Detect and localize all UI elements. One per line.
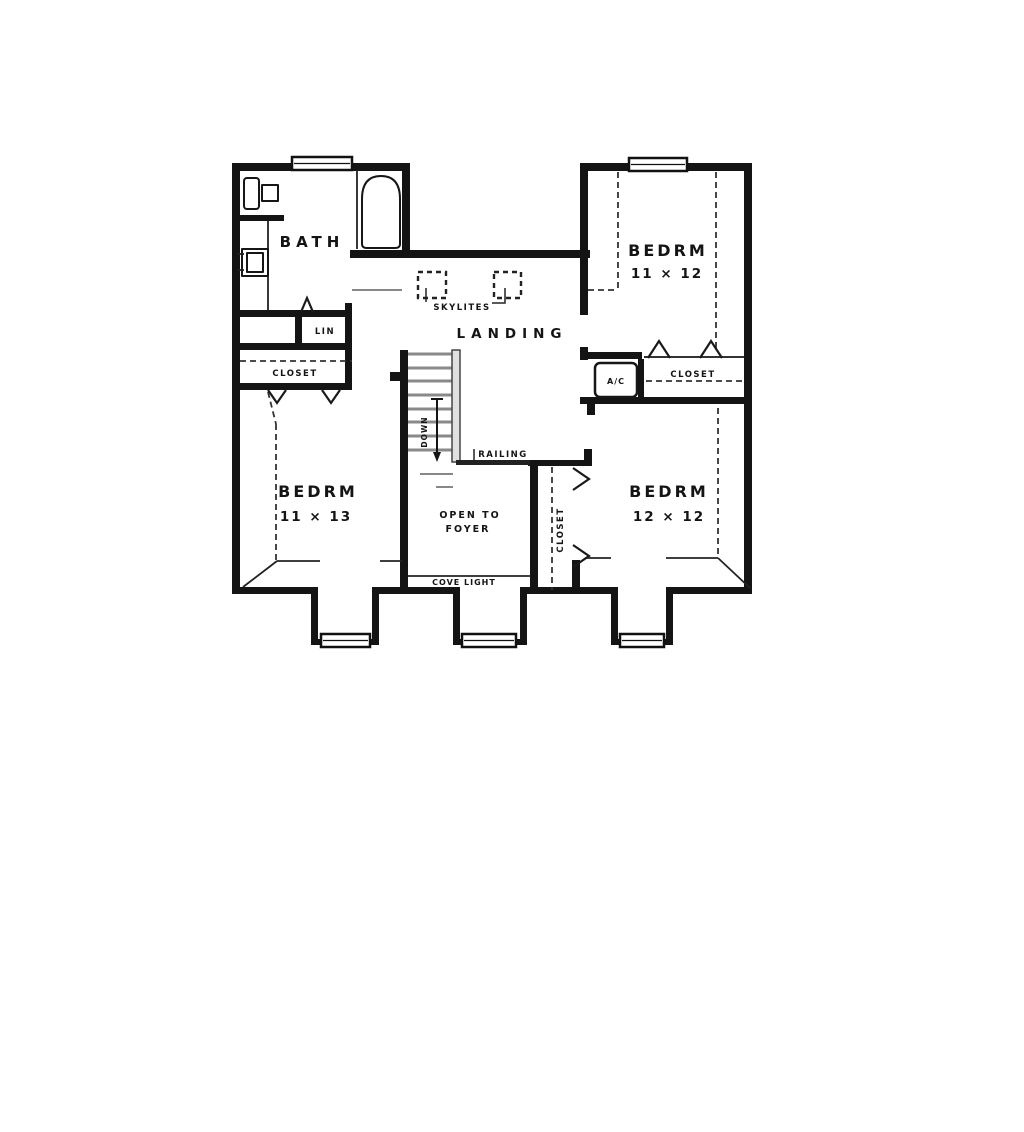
wall-lin-left	[295, 317, 302, 343]
wall-closet-left-bottom	[232, 383, 352, 390]
dormer2-left-wall	[453, 587, 460, 645]
windows	[290, 155, 689, 649]
wall-bottom-2	[379, 587, 453, 594]
dormer3-sill-right	[660, 639, 673, 645]
ac-box	[593, 361, 639, 399]
wall-outer-right	[744, 163, 752, 593]
skylight-2	[492, 270, 523, 300]
stair-railing-horizontal	[456, 460, 530, 465]
wall-bath-south	[232, 310, 352, 317]
landing-label: LANDING	[457, 326, 568, 342]
wall-lin-bottom	[232, 343, 352, 350]
wall-bottom-1	[232, 587, 311, 594]
ac-label: A/C	[607, 377, 625, 386]
sink-bowl	[246, 252, 264, 273]
wall-outer-left	[232, 163, 240, 593]
skylites-label: SKYLITES	[433, 303, 490, 313]
dormer3-right-wall	[666, 587, 673, 645]
closet-left-label: CLOSET	[272, 369, 317, 379]
stair-railing-vertical	[451, 349, 461, 463]
wall-bottom-4	[673, 587, 752, 594]
closet-right-door-mark-2	[699, 338, 723, 359]
wall-ac-divider	[638, 359, 644, 403]
skylight-leader-right	[492, 288, 506, 304]
bedrm-br-dims: 12 × 12	[633, 509, 705, 525]
closet-right-label: CLOSET	[670, 370, 715, 380]
down-arrow	[431, 398, 443, 462]
wall-hall-divider	[345, 303, 352, 390]
ceiling-slope-bedrm-left-angle	[267, 391, 277, 425]
down-label: DOWN	[420, 416, 429, 447]
bedrm-left-label: BEDRM	[278, 482, 358, 501]
wall-bottom-3	[527, 587, 611, 594]
toilet-bowl	[261, 184, 279, 202]
thin-lines	[242, 289, 751, 589]
bathtub	[361, 175, 401, 249]
bath-door-mark	[299, 295, 315, 313]
railing-label: RAILING	[478, 450, 527, 460]
dormer2-right-wall	[520, 587, 527, 645]
skylights	[416, 270, 523, 304]
closet-left-door-mark-2	[321, 389, 341, 405]
dormer1-sill-left	[311, 639, 324, 645]
open-to-foyer-line1: OPEN TO	[439, 510, 500, 521]
wall-stair-stub	[390, 372, 400, 381]
ac-unit: A/C	[593, 361, 639, 399]
wall-ac-top	[580, 352, 642, 359]
wall-bedrm-tr-left-upper	[580, 163, 588, 315]
dormer3-left-wall	[611, 587, 618, 645]
wall-foyer-right	[530, 462, 538, 593]
bedrm-br-label: BEDRM	[629, 482, 709, 501]
wall-closet-right-bottom	[580, 397, 752, 404]
closet-br-door-mark-2	[572, 544, 591, 568]
bath-fixtures	[238, 170, 401, 310]
wall-bath-plumbing	[232, 215, 284, 221]
wall-closet-br-stub	[572, 560, 580, 593]
cove-light-label: COVE LIGHT	[432, 578, 496, 587]
room-labels: BATH LANDING SKYLITES BEDRM 11 × 12 BEDR…	[272, 233, 715, 587]
down-arrow-head	[433, 452, 441, 462]
closet-right-door-mark-1	[647, 338, 671, 359]
wall-bath-right	[402, 163, 410, 258]
wall-landing-top	[350, 250, 590, 258]
wall-stair-left	[400, 350, 408, 593]
door-marks	[267, 295, 723, 568]
dashed-lines	[240, 172, 744, 590]
toilet-tank	[243, 177, 260, 210]
bedrm-left-dims: 11 × 13	[280, 509, 352, 525]
wall-railing-ledge	[528, 460, 592, 466]
dormer1-diagonal-left	[242, 560, 278, 588]
lin-label: LIN	[315, 327, 335, 337]
dormer3-sill-left	[611, 639, 624, 645]
dormer1-sill-right	[366, 639, 379, 645]
wall-entry-corner-stub	[584, 449, 592, 461]
dormer1-right-wall	[372, 587, 379, 645]
bath-label: BATH	[280, 233, 345, 251]
skylight-1	[416, 270, 448, 300]
open-to-foyer-line2: FOYER	[446, 524, 491, 535]
bedrm-tr-label: BEDRM	[628, 241, 708, 260]
dormer1-left-wall	[311, 587, 318, 645]
bedrm-tr-dims: 11 × 12	[631, 266, 703, 282]
staircase	[408, 349, 530, 488]
dormer2-sill-right	[514, 639, 527, 645]
wall-entry-stub-top	[587, 404, 595, 415]
dormer2-sill-left	[453, 639, 466, 645]
closet-left-door-mark-1	[267, 389, 287, 405]
dormer3-diagonal-right	[717, 557, 751, 589]
closet-br-door-mark-1	[572, 467, 591, 491]
closet-br-label: CLOSET	[556, 507, 566, 552]
